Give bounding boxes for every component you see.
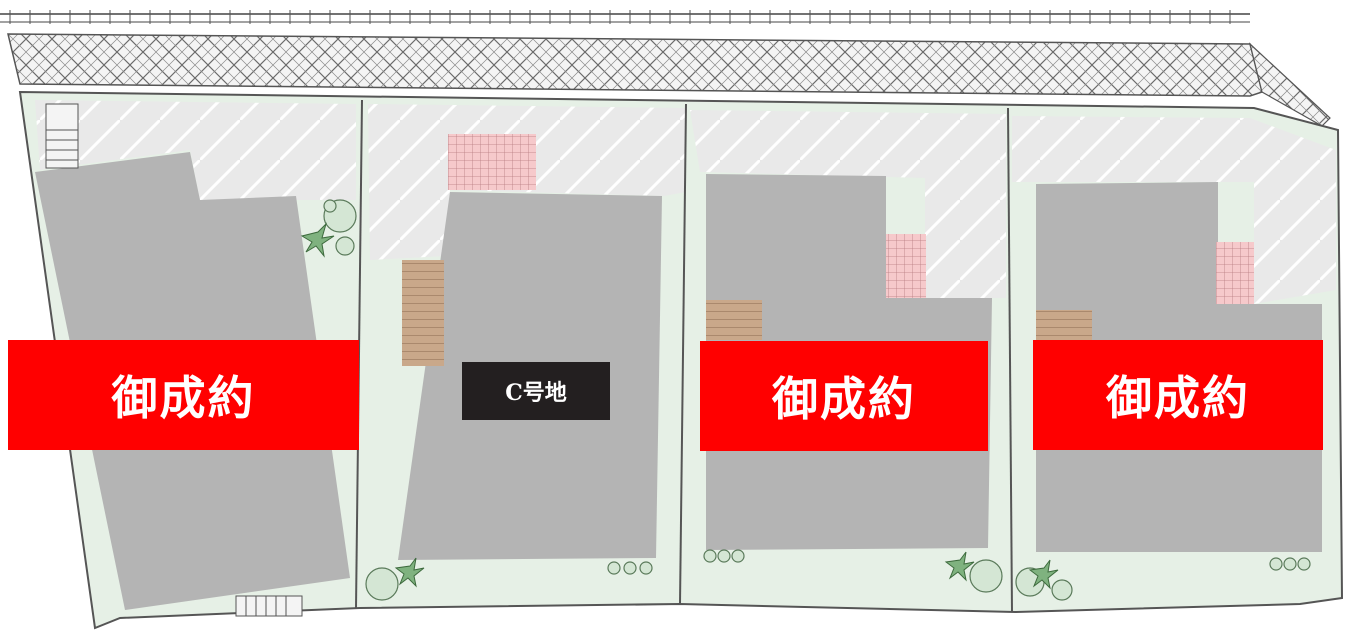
deck-c <box>402 260 444 366</box>
tree-icon <box>300 222 1059 590</box>
parking-zone-d <box>1012 116 1336 304</box>
deck-d <box>1036 310 1092 340</box>
parking-zone-b <box>690 110 1006 298</box>
deck-b <box>706 300 762 340</box>
stairs-icon <box>45 103 303 617</box>
entry-tile-d <box>1216 242 1254 304</box>
lot-label-c: C号地 <box>462 362 610 420</box>
lot-dividers <box>355 99 1013 613</box>
sold-banner-lot-d: 御成約 <box>1033 340 1323 450</box>
entry-tile-c <box>448 134 536 190</box>
sold-banner-lot-a: 御成約 <box>8 340 359 450</box>
north-fence <box>0 13 1250 23</box>
fence-ticks <box>9 10 1231 24</box>
parking-zone-a <box>35 100 356 200</box>
sold-banner-lot-b: 御成約 <box>700 341 988 451</box>
entry-tile-b <box>886 234 926 298</box>
sidewalk-band <box>7 33 1263 97</box>
